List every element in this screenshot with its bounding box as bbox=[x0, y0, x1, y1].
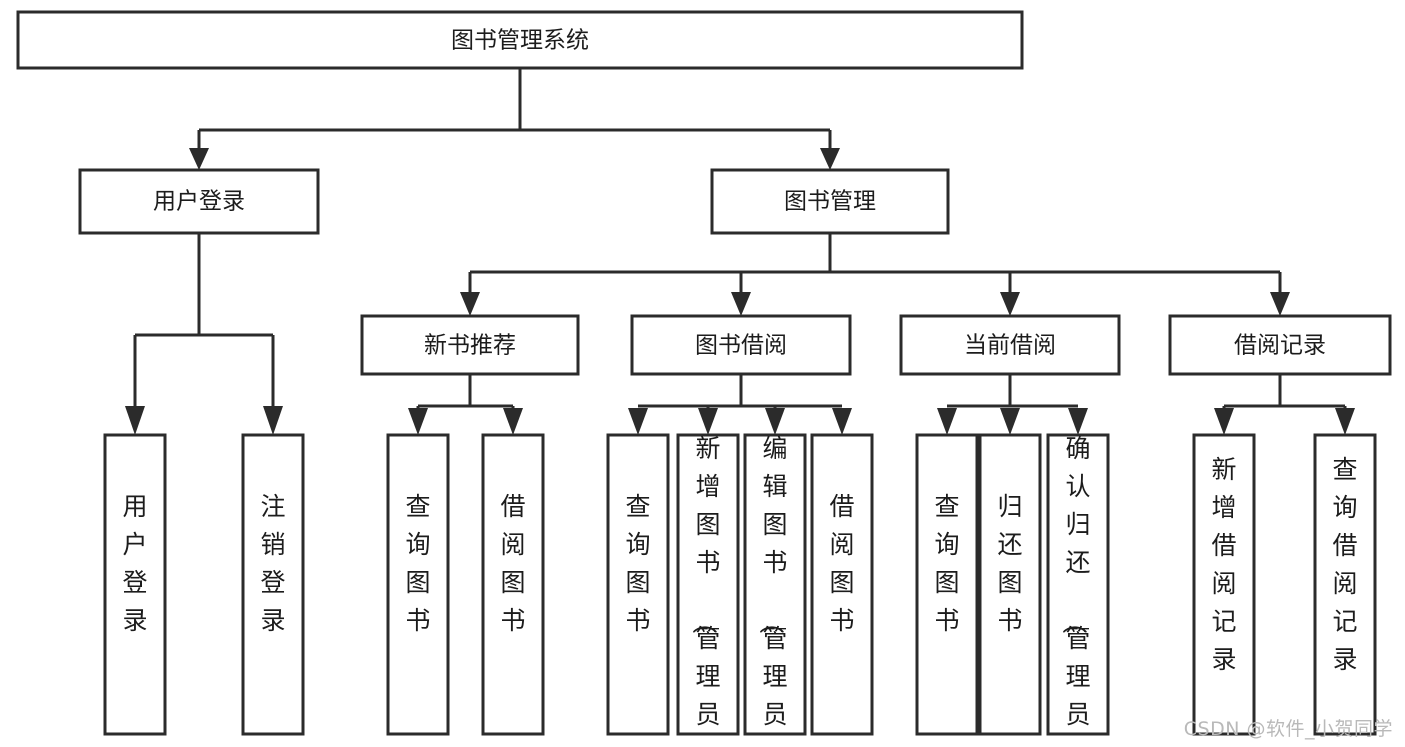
leaf-logout[interactable]: 注销登录 bbox=[241, 433, 305, 736]
leaf-nb-borrow-book-box[interactable] bbox=[481, 433, 545, 736]
arrow-to-leaf-cb-confirm-return bbox=[1068, 408, 1088, 435]
arrow-to-user-login bbox=[189, 148, 209, 170]
connector-layer bbox=[125, 68, 1355, 435]
node-book-manage[interactable]: 图书管理 bbox=[710, 168, 950, 235]
node-borrow-record-label: 借阅记录 bbox=[1234, 333, 1326, 359]
leaf-bb-edit-book[interactable]: 编辑图书（管理员） bbox=[743, 433, 807, 747]
leaf-user-login[interactable]: 用户登录 bbox=[103, 433, 167, 736]
node-root-system-label: 图书管理系统 bbox=[451, 28, 589, 54]
arrow-to-leaf-bb-query-book bbox=[628, 408, 648, 435]
leaf-nb-query-book[interactable]: 查询图书 bbox=[386, 433, 450, 736]
arrow-to-current-borrow bbox=[1000, 292, 1020, 316]
node-book-borrow-box[interactable] bbox=[630, 314, 852, 376]
leaf-logout-box[interactable] bbox=[241, 433, 305, 736]
leaf-cb-confirm-return-box[interactable] bbox=[1046, 433, 1110, 736]
node-borrow-record-box[interactable] bbox=[1168, 314, 1392, 376]
arrow-to-leaf-bb-add-book bbox=[698, 408, 718, 435]
node-root-system-box[interactable] bbox=[16, 10, 1024, 70]
node-root-system[interactable]: 图书管理系统 bbox=[16, 10, 1024, 70]
leaf-bb-edit-book-box[interactable] bbox=[743, 433, 807, 736]
arrow-to-book-borrow bbox=[731, 292, 751, 316]
leaf-bb-add-book[interactable]: 新增图书（管理员） bbox=[676, 433, 740, 747]
arrow-to-leaf-cb-query-book bbox=[937, 408, 957, 435]
leaf-bb-query-book-box[interactable] bbox=[606, 433, 670, 736]
node-current-borrow[interactable]: 当前借阅 bbox=[899, 314, 1121, 376]
leaf-nb-query-book-label: 查询图书 bbox=[405, 492, 430, 635]
leaf-br-add-record[interactable]: 新增借阅记录 bbox=[1192, 433, 1256, 736]
leaf-br-add-record-label: 新增借阅记录 bbox=[1211, 455, 1236, 674]
node-current-borrow-label: 当前借阅 bbox=[964, 333, 1056, 359]
leaf-cb-confirm-return-label: 确认归还（管理员） bbox=[1059, 434, 1090, 747]
node-book-borrow[interactable]: 图书借阅 bbox=[630, 314, 852, 376]
leaf-br-add-record-box[interactable] bbox=[1192, 433, 1256, 736]
csdn-watermark: CSDN @软件_小贺同学 bbox=[1183, 718, 1393, 740]
node-book-borrow-label: 图书借阅 bbox=[695, 333, 787, 359]
leaf-bb-query-book-label: 查询图书 bbox=[625, 492, 650, 635]
arrow-to-leaf-nb-borrow-book bbox=[503, 408, 523, 435]
node-user-login[interactable]: 用户登录 bbox=[78, 168, 320, 235]
leaf-cb-query-book-box[interactable] bbox=[915, 433, 979, 736]
leaf-nb-query-book-box[interactable] bbox=[386, 433, 450, 736]
leaf-bb-borrow-book-label: 借阅图书 bbox=[829, 492, 854, 635]
leaf-br-query-record-box[interactable] bbox=[1313, 433, 1377, 736]
arrow-to-leaf-nb-query-book bbox=[408, 408, 428, 435]
arrow-to-borrow-record bbox=[1270, 292, 1290, 316]
arrow-to-leaf-br-add-record bbox=[1214, 408, 1234, 435]
leaf-cb-query-book[interactable]: 查询图书 bbox=[915, 433, 979, 736]
arrow-to-book-manage bbox=[820, 148, 840, 170]
arrow-to-leaf-bb-borrow-book bbox=[832, 408, 852, 435]
leaf-bb-borrow-book[interactable]: 借阅图书 bbox=[810, 433, 874, 736]
leaf-cb-return-book-box[interactable] bbox=[978, 433, 1042, 736]
leaf-nb-borrow-book[interactable]: 借阅图书 bbox=[481, 433, 545, 736]
node-new-book-recommend-label: 新书推荐 bbox=[424, 333, 516, 359]
leaf-cb-return-book[interactable]: 归还图书 bbox=[978, 433, 1042, 736]
node-user-login-box[interactable] bbox=[78, 168, 320, 235]
arrow-to-leaf-cb-return-book bbox=[1000, 408, 1020, 435]
leaf-bb-edit-book-label: 编辑图书（管理员） bbox=[756, 434, 787, 747]
leaf-nb-borrow-book-label: 借阅图书 bbox=[500, 492, 525, 635]
arrow-to-leaf-user-login bbox=[125, 406, 145, 435]
leaf-bb-query-book[interactable]: 查询图书 bbox=[606, 433, 670, 736]
arrow-to-new-book bbox=[460, 292, 480, 316]
leaf-user-login-box[interactable] bbox=[103, 433, 167, 736]
leaf-bb-borrow-book-box[interactable] bbox=[810, 433, 874, 736]
arrow-to-leaf-br-query-record bbox=[1335, 408, 1355, 435]
arrow-to-leaf-logout bbox=[263, 406, 283, 435]
node-book-manage-box[interactable] bbox=[710, 168, 950, 235]
leaf-cb-confirm-return[interactable]: 确认归还（管理员） bbox=[1046, 433, 1110, 747]
leaf-br-query-record-label: 查询借阅记录 bbox=[1332, 455, 1357, 674]
leaf-cb-query-book-label: 查询图书 bbox=[934, 492, 959, 635]
leaf-bb-add-book-label: 新增图书（管理员） bbox=[689, 434, 720, 747]
leaf-user-login-label: 用户登录 bbox=[122, 492, 147, 635]
node-user-login-label: 用户登录 bbox=[153, 189, 245, 215]
arrow-to-leaf-bb-edit-book bbox=[765, 408, 785, 435]
node-new-book-recommend-box[interactable] bbox=[360, 314, 580, 376]
leaf-bb-add-book-box[interactable] bbox=[676, 433, 740, 736]
node-current-borrow-box[interactable] bbox=[899, 314, 1121, 376]
leaf-cb-return-book-label: 归还图书 bbox=[997, 492, 1022, 635]
leaf-br-query-record[interactable]: 查询借阅记录 bbox=[1313, 433, 1377, 736]
leaf-logout-label: 注销登录 bbox=[260, 492, 285, 635]
node-borrow-record[interactable]: 借阅记录 bbox=[1168, 314, 1392, 376]
node-new-book-recommend[interactable]: 新书推荐 bbox=[360, 314, 580, 376]
node-book-manage-label: 图书管理 bbox=[784, 189, 876, 215]
